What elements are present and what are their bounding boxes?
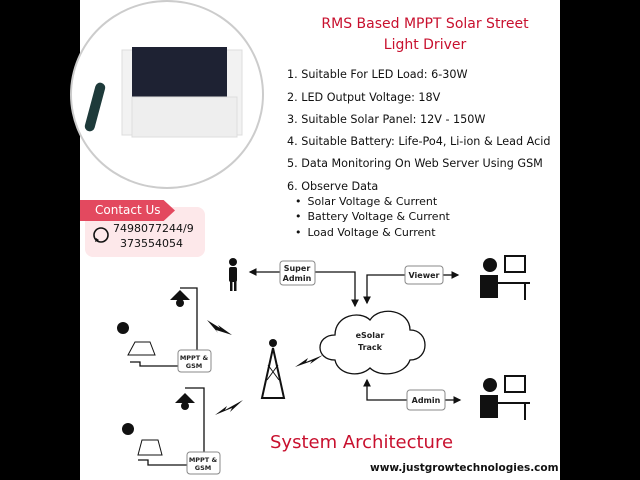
spec-2: 2. LED Output Voltage: 18V bbox=[287, 91, 441, 104]
lightning-icon bbox=[215, 400, 243, 415]
spec-1: 1. Suitable For LED Load: 6-30W bbox=[287, 68, 468, 81]
lightning-icon bbox=[295, 355, 323, 367]
super-admin-box[interactable]: Super Admin bbox=[279, 260, 316, 286]
title-line-2: Light Driver bbox=[383, 37, 467, 53]
section-title: System Architecture bbox=[270, 432, 454, 453]
mppt-gsm-box-2: MPPT & GSM bbox=[186, 451, 221, 475]
solar-panel-icon bbox=[137, 439, 163, 456]
street-lamp-icon bbox=[170, 290, 190, 307]
street-lamp-icon bbox=[175, 393, 195, 410]
svg-text:GSM: GSM bbox=[195, 464, 212, 472]
arrow-super-admin-to-cloud bbox=[315, 271, 359, 308]
panel-wire-1 bbox=[130, 361, 178, 367]
admin-box[interactable]: Admin bbox=[406, 389, 446, 411]
sun-icon bbox=[122, 423, 134, 435]
svg-text:GSM: GSM bbox=[186, 362, 203, 370]
phone-line-2[interactable]: 373554054 bbox=[120, 237, 183, 250]
svg-text:Track: Track bbox=[358, 343, 383, 352]
svg-text:Super: Super bbox=[284, 264, 311, 273]
website-link[interactable]: www.justgrowtechnologies.com bbox=[370, 462, 559, 474]
sun-icon bbox=[117, 322, 129, 334]
spec-3: 3. Suitable Solar Panel: 12V - 150W bbox=[287, 113, 486, 126]
observe-item: Solar Voltage & Current bbox=[295, 195, 438, 208]
person-icon bbox=[229, 258, 237, 291]
svg-text:Viewer: Viewer bbox=[409, 271, 440, 280]
svg-text:Admin: Admin bbox=[412, 396, 441, 405]
lightning-icon bbox=[207, 320, 232, 335]
spec-5: 5. Data Monitoring On Web Server Using G… bbox=[287, 157, 543, 170]
observe-item: Load Voltage & Current bbox=[295, 226, 436, 239]
svg-text:MPPT &: MPPT & bbox=[189, 456, 218, 464]
title-line-1: RMS Based MPPT Solar Street bbox=[321, 16, 529, 32]
arrow-admin-to-cloud bbox=[363, 378, 407, 401]
phone-line-1[interactable]: 7498077244/9 bbox=[113, 222, 194, 235]
device-illustration bbox=[84, 47, 243, 138]
panel-wire-2 bbox=[138, 459, 187, 466]
product-image bbox=[70, 0, 264, 189]
observe-item: Battery Voltage & Current bbox=[295, 210, 450, 223]
contact-ribbon: Contact Us bbox=[80, 200, 175, 221]
whatsapp-icon bbox=[93, 227, 109, 243]
flyer: RMS Based MPPT Solar Street Light Driver… bbox=[70, 0, 560, 480]
solar-panel-icon bbox=[127, 341, 156, 356]
computer-user-icon bbox=[480, 375, 530, 420]
svg-text:MPPT &: MPPT & bbox=[180, 354, 209, 362]
spec-6: 6. Observe Data bbox=[287, 180, 379, 193]
viewer-box[interactable]: Viewer bbox=[404, 265, 444, 285]
computer-user-icon bbox=[480, 255, 530, 300]
svg-text:Admin: Admin bbox=[283, 274, 312, 283]
spec-4: 4. Suitable Battery: Life-Po4, Li-ion & … bbox=[287, 135, 551, 148]
cloud-esolar-track[interactable]: eSolar Track bbox=[319, 310, 426, 375]
mppt-gsm-box-1: MPPT & GSM bbox=[177, 349, 212, 373]
cell-tower-icon bbox=[260, 339, 286, 399]
system-architecture-diagram: Super Admin Viewer Admin eSolar Track MP… bbox=[117, 255, 530, 475]
arrow-viewer-to-cloud bbox=[363, 274, 405, 305]
svg-text:eSolar: eSolar bbox=[356, 331, 385, 340]
